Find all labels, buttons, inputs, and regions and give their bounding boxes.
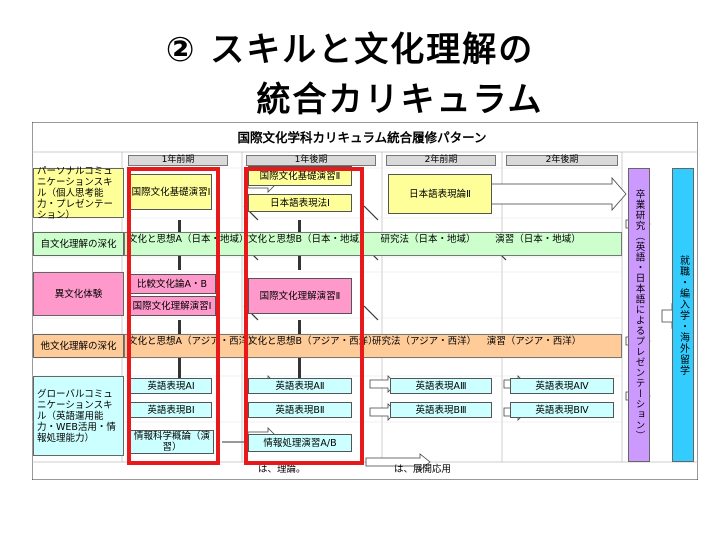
final-career-label: 就職・編入学・海外留学 xyxy=(677,254,689,376)
course-joho-gairon: 情報科学概論（演習） xyxy=(130,430,214,454)
course-eigo-a2: 英語表現AⅡ xyxy=(248,378,352,394)
category-other-culture: 他文化理解の深化 xyxy=(33,334,124,358)
course-eigo-b2: 英語表現BⅡ xyxy=(248,402,352,418)
course-kiso-1: 国際文化基礎演習Ⅰ xyxy=(130,174,212,210)
course-nihongo-2: 日本語表現論Ⅱ xyxy=(388,174,492,214)
note-theory: は、理論。 xyxy=(258,464,306,475)
final-sotsugyo-label: 卒業研究（英語・日本語によるプレゼンテーション） xyxy=(633,189,645,441)
course-eigo-b1: 英語表現BⅠ xyxy=(130,402,212,418)
term-header-3: 2年前期 xyxy=(386,155,496,166)
course-joho-enshu: 情報処理演習A/B xyxy=(248,434,352,452)
slide-title-line2: 統合カリキュラム xyxy=(256,80,544,120)
course-kiso-2: 国際文化基礎演習Ⅱ xyxy=(248,166,352,186)
course-kenkyu-asia: 研究法（アジア・西洋） xyxy=(372,336,477,347)
course-eigo-a4: 英語表現AⅣ xyxy=(510,378,614,394)
term-header-1: 1年前期 xyxy=(128,155,228,166)
course-enshu-japan: 演習（日本・地域） xyxy=(495,234,581,245)
course-eigo-a3: 英語表現AⅢ xyxy=(390,378,492,394)
category-self-culture: 自文化理解の深化 xyxy=(33,232,124,256)
slide-title-line1: ② スキルと文化理解の xyxy=(165,30,535,70)
row-other-culture-band xyxy=(124,334,622,358)
highlight-term1 xyxy=(127,167,220,465)
final-career-column: 就職・編入学・海外留学 xyxy=(672,168,694,462)
row-self-culture-band xyxy=(124,232,622,256)
course-bunka-b-japan: 文化と思想B（日本・地域） xyxy=(248,234,369,245)
course-enshu-asia: 演習（アジア・西洋） xyxy=(486,336,582,347)
final-sotsugyo-column: 卒業研究（英語・日本語によるプレゼンテーション） xyxy=(628,168,650,462)
course-eigo-b4: 英語表現BⅣ xyxy=(510,402,614,418)
course-bunka-a-asia: 文化と思想A（アジア・西洋） xyxy=(128,336,258,347)
chart-title: 国際文化学科カリキュラム統合履修パターン xyxy=(237,130,487,145)
course-nihongo-1: 日本語表現法Ⅰ xyxy=(248,194,352,212)
note-applied: は、展開応用 xyxy=(394,464,452,475)
category-personal-skill: パーソナルコミュニケーションスキル（個人思考能力・プレゼンテーション） xyxy=(33,166,124,221)
curriculum-chart: 国際文化学科カリキュラム統合履修パターン 1年前期 1年後期 2年前期 2年後期… xyxy=(32,122,698,480)
category-intercultural: 異文化体験 xyxy=(33,272,124,316)
term-header-2: 1年後期 xyxy=(246,155,376,166)
course-rikai-2: 国際文化理解演習Ⅱ xyxy=(248,278,352,314)
course-eigo-b3: 英語表現BⅢ xyxy=(390,402,492,418)
course-bunka-b-asia: 文化と思想B（アジア・西洋） xyxy=(248,336,378,347)
category-global-skill: グローバルコミュニケーションスキル（英語運用能力・WEB活用・情報処理能力） xyxy=(33,376,124,456)
course-kenkyu-japan: 研究法（日本・地域） xyxy=(380,234,476,245)
course-bunka-a-japan: 文化と思想A（日本・地域） xyxy=(128,234,249,245)
highlight-term2 xyxy=(244,167,364,465)
term-header-4: 2年後期 xyxy=(506,155,618,166)
